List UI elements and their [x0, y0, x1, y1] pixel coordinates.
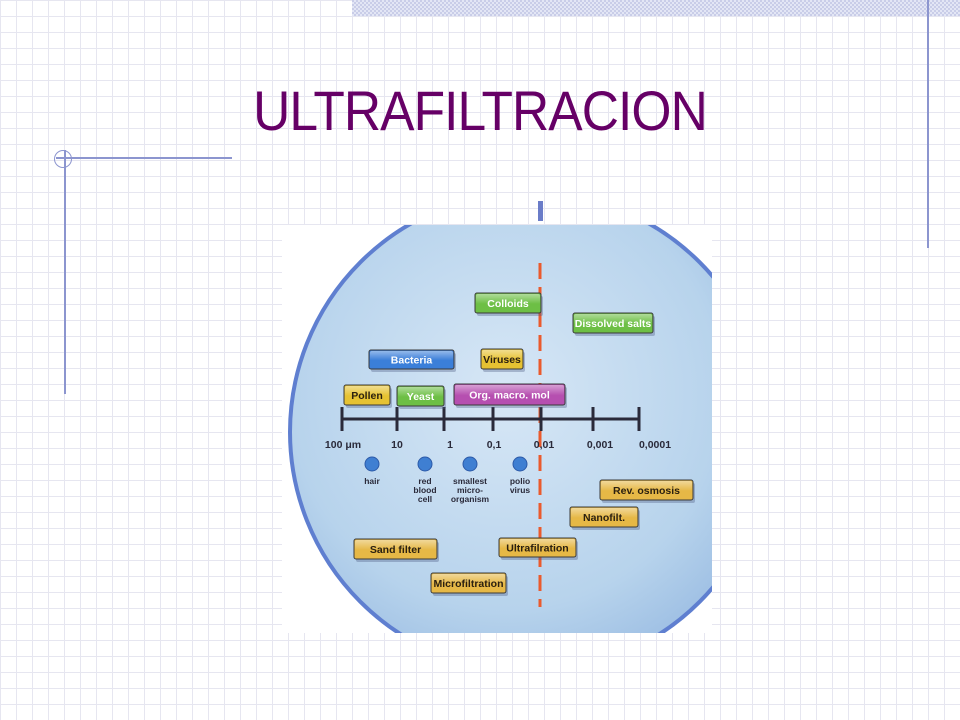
box-label: Microfiltration	[434, 578, 504, 590]
diagram-box: Microfiltration	[430, 572, 508, 596]
box-label: Viruses	[483, 354, 521, 366]
diagram-box: Nanofilt.	[569, 506, 640, 530]
box-label: Rev. osmosis	[613, 485, 680, 497]
box-label: Org. macro. mol	[469, 390, 550, 402]
organism-dot-icon	[364, 456, 380, 472]
scale-tick-label: 0,01	[534, 439, 555, 451]
diagram-box: Bacteria	[368, 349, 456, 372]
organism-dot-icon	[462, 456, 478, 472]
diagram-box: Yeast	[396, 385, 446, 409]
diagram-box: Colloids	[474, 292, 543, 316]
diagram-box: Sand filter	[353, 538, 439, 562]
diagram-box: Org. macro. mol	[453, 383, 567, 408]
scale-tick-label: 10	[391, 439, 403, 451]
organism-dot-icon	[417, 456, 433, 472]
figure-tab-mark	[538, 201, 543, 221]
diagram-box: Dissolved salts	[572, 312, 655, 336]
decorative-ring-icon	[54, 150, 72, 168]
diagram-box: Pollen	[343, 384, 392, 408]
scale-tick-labels: 100 μm 10 1 0,1 0,01 0,001 0,0001	[325, 439, 671, 451]
scale-tick-label: 100 μm	[325, 439, 361, 451]
scale-tick-label: 0,0001	[639, 439, 671, 451]
diagram-box: Rev. osmosis	[599, 479, 695, 503]
decorative-rule-right	[927, 0, 929, 248]
box-label: Sand filter	[370, 544, 421, 556]
box-label: Nanofilt.	[583, 512, 625, 524]
box-label: Bacteria	[391, 355, 433, 367]
scale-tick-label: 0,1	[487, 439, 502, 451]
diagram-box: Ultrafilration	[498, 537, 578, 560]
scale-tick-label: 0,001	[587, 439, 613, 451]
scale-tick-label: 1	[447, 439, 453, 451]
box-label: Yeast	[407, 391, 435, 403]
scale-ticks	[340, 407, 641, 431]
slide-title: ULTRAFILTRACION	[253, 79, 708, 142]
organism-dot-icon	[512, 456, 528, 472]
box-label: Colloids	[487, 298, 529, 310]
box-label: Dissolved salts	[575, 318, 652, 330]
diagram-box: Viruses	[480, 348, 525, 372]
decorative-rule-left	[64, 150, 66, 394]
decorative-rule-horizontal	[56, 157, 232, 159]
box-label: Pollen	[351, 390, 383, 402]
decorative-header-band	[352, 0, 960, 16]
organism-marker: hair	[364, 456, 380, 486]
box-label: Ultrafilration	[506, 543, 568, 555]
organism-label: hair	[364, 476, 380, 486]
